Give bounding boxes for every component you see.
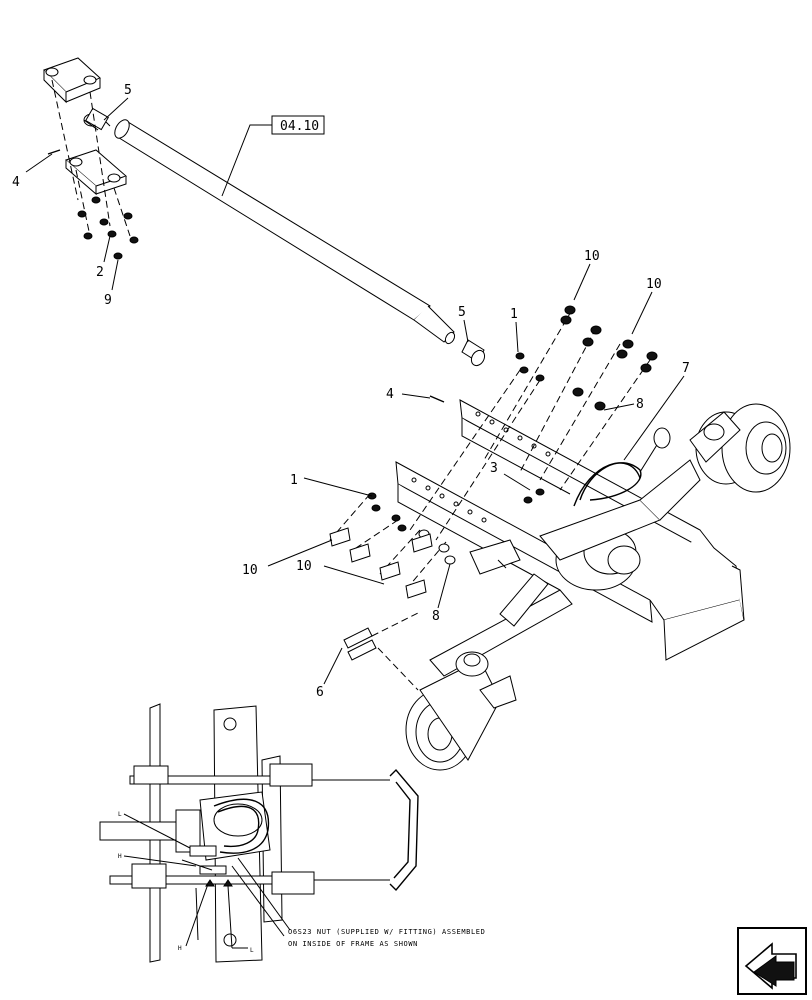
detail-note-line-1: O6S23 NUT (SUPPLIED W/ FITTING) ASSEMBLE… [288, 928, 485, 936]
rail-holes [411, 411, 551, 523]
callout-5-middle: 5 [458, 305, 466, 320]
callout-2: 2 [96, 265, 104, 280]
callout-9: 9 [104, 293, 112, 308]
shaft-bracket-assembly [43, 57, 486, 403]
detail-label-h-bottom: H [178, 945, 182, 952]
callout-1-top: 1 [510, 307, 518, 322]
callout-4-middle: 4 [386, 387, 394, 402]
callout-3: 3 [490, 461, 498, 476]
detail-label-h-left: H [118, 853, 122, 860]
callout-8-lower: 8 [432, 609, 440, 624]
callout-10-right: 10 [646, 277, 662, 292]
callout-10-left: 10 [242, 563, 258, 578]
detail-label-l-bottom: L [250, 947, 254, 954]
callout-1-left: 1 [290, 473, 298, 488]
callout-5-top: 5 [124, 83, 132, 98]
callout-4-left: 4 [12, 175, 20, 190]
callout-7: 7 [682, 361, 690, 376]
navigation-arrow-icon[interactable] [737, 927, 807, 995]
callout-10-middle: 10 [296, 559, 312, 574]
callout-8-right: 8 [636, 397, 644, 412]
detail-note-line-2: ON INSIDE OF FRAME AS SHOWN [288, 940, 418, 948]
detail-label-l-top: L [118, 811, 122, 818]
reference-box: 04.10 [221, 115, 325, 197]
callout-10-top: 10 [584, 249, 600, 264]
callout-6: 6 [316, 685, 324, 700]
fastener-group-lower [329, 492, 456, 599]
ref-box-label: 04.10 [280, 119, 319, 134]
callouts: 5 4 2 9 10 10 5 1 7 4 8 3 1 [12, 83, 690, 700]
axle-frame-assembly [343, 399, 791, 771]
fastener-group-upper [409, 305, 658, 541]
detail-view: L H H L O6S23 NUT (SUPPLIED W/ FITTING) … [99, 703, 485, 963]
